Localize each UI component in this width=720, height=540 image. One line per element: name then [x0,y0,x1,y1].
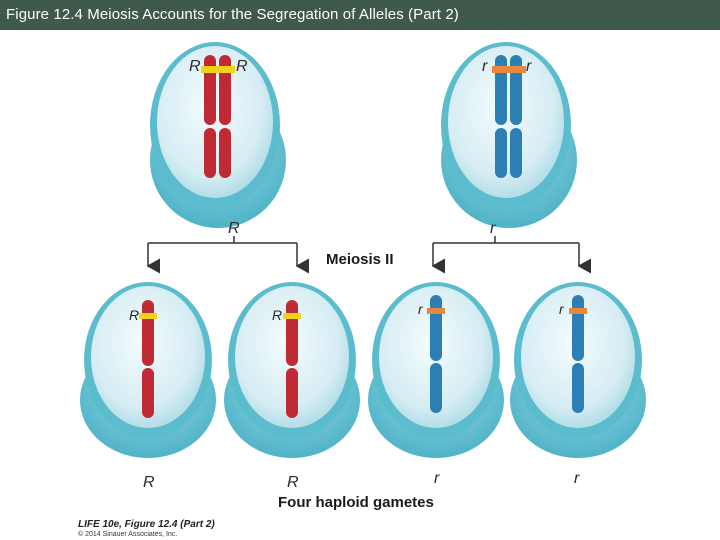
allele-band [569,308,587,314]
chromatid-arm [219,128,231,178]
allele-band [427,308,445,314]
sister-chromatids-r [492,55,526,178]
gamete-cell [510,282,646,458]
allele-label: R [236,58,248,75]
branch-left [146,236,309,274]
chromatid-arm [510,128,522,178]
gamete-cell [80,282,216,458]
figure-title: Figure 12.4 Meiosis Accounts for the Seg… [6,6,459,23]
chromosome-arm [572,295,584,361]
chromosome-arm [430,363,442,413]
top-cell-r [441,42,577,228]
top-cell-R [150,42,286,228]
gamete-allele-label: r [559,301,564,317]
chromatid-arm [204,128,216,178]
chromosome-arm [142,368,154,418]
gamete-cell [224,282,360,458]
meiosis-ii-label: Meiosis II [326,251,394,268]
branch-label-right: r [490,220,496,237]
chromosome-arm [142,300,154,366]
gamete-label: r [434,470,440,487]
gamete-label: R [287,474,299,491]
chromosome-arm [286,300,298,366]
gamete-label: r [574,470,580,487]
branch-label-left: R [228,220,240,237]
gamete-cell [368,282,504,458]
sister-chromatids-R [201,55,235,178]
gamete-allele-label: R [129,307,140,323]
gamete-allele-label: r [418,301,423,317]
chromosome-arm [286,368,298,418]
credit-line-1: LIFE 10e, Figure 12.4 (Part 2) [78,519,215,530]
gamete-allele-label: R [272,307,283,323]
credit-line-2: © 2014 Sinauer Associates, Inc. [78,531,178,538]
allele-band [139,313,157,319]
title-bar: Figure 12.4 Meiosis Accounts for the Seg… [0,0,720,30]
gamete-label: R [143,474,155,491]
allele-band-R [201,66,235,73]
allele-label: R [189,58,201,75]
allele-label: r [482,58,488,75]
chromosome-arm [430,295,442,361]
allele-label: r [526,58,532,75]
chromatid-arm [204,55,216,125]
allele-band-r [492,66,526,73]
allele-band [283,313,301,319]
meiosis-diagram [80,42,646,458]
chromosome-arm [572,363,584,413]
chromatid-arm [219,55,231,125]
chromatid-arm [510,55,522,125]
chromatid-arm [495,55,507,125]
chromatid-arm [495,128,507,178]
gametes-caption: Four haploid gametes [278,494,434,511]
gametes [80,282,646,458]
branch-right [431,236,591,274]
